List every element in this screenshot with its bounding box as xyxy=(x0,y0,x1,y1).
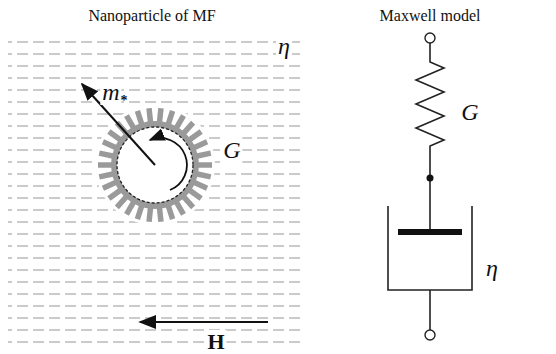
shell-tooth xyxy=(193,182,207,188)
shell-tooth xyxy=(189,190,201,199)
shell-tooth xyxy=(197,162,212,168)
spring-label: G xyxy=(459,99,480,125)
shell-tooth xyxy=(117,196,127,207)
shell-tooth xyxy=(149,207,151,222)
shell-tooth xyxy=(103,182,117,188)
shell-tooth xyxy=(193,142,207,148)
elasticity-label: G xyxy=(221,137,242,163)
shell-tooth xyxy=(159,108,161,123)
shell-tooth xyxy=(159,207,161,222)
wire xyxy=(429,290,431,330)
dashpot-cylinder xyxy=(388,206,472,290)
shell-tooth xyxy=(168,111,173,125)
shell-tooth xyxy=(176,116,184,129)
shell-tooth xyxy=(99,153,114,156)
dashpot-label: η xyxy=(484,255,500,281)
moment-label: m xyxy=(100,79,121,105)
junction-dot xyxy=(427,175,434,182)
shell-tooth xyxy=(127,201,135,214)
spring-symbol xyxy=(416,43,444,232)
panel-title: Maxwell model xyxy=(380,8,481,24)
fluid-hatching xyxy=(8,32,304,350)
piston-plate xyxy=(398,229,462,235)
shell-tooth xyxy=(98,162,113,168)
shell-tooth xyxy=(137,111,142,125)
shell-tooth xyxy=(196,153,211,156)
shell-tooth xyxy=(183,196,193,207)
field-label: H xyxy=(205,330,226,354)
shell-tooth xyxy=(189,131,201,140)
terminal xyxy=(425,33,435,43)
rotation-arrow xyxy=(150,138,187,190)
shell-tooth xyxy=(103,142,117,148)
shell-tooth xyxy=(99,174,114,177)
field-arrow xyxy=(140,321,268,323)
viscosity-label: η xyxy=(276,33,292,59)
shell-tooth xyxy=(137,205,142,219)
shell-tooth xyxy=(176,201,184,214)
shell-tooth xyxy=(196,174,211,177)
shell-tooth xyxy=(109,131,121,140)
shell-tooth xyxy=(183,123,193,134)
moment-subscript: * xyxy=(121,94,128,108)
shell-tooth xyxy=(127,116,135,129)
shell-tooth xyxy=(109,190,121,199)
panel-title: Nanoparticle of MF xyxy=(88,8,215,24)
shell-tooth xyxy=(149,108,151,123)
shell-tooth xyxy=(168,205,173,219)
terminal xyxy=(425,330,435,340)
